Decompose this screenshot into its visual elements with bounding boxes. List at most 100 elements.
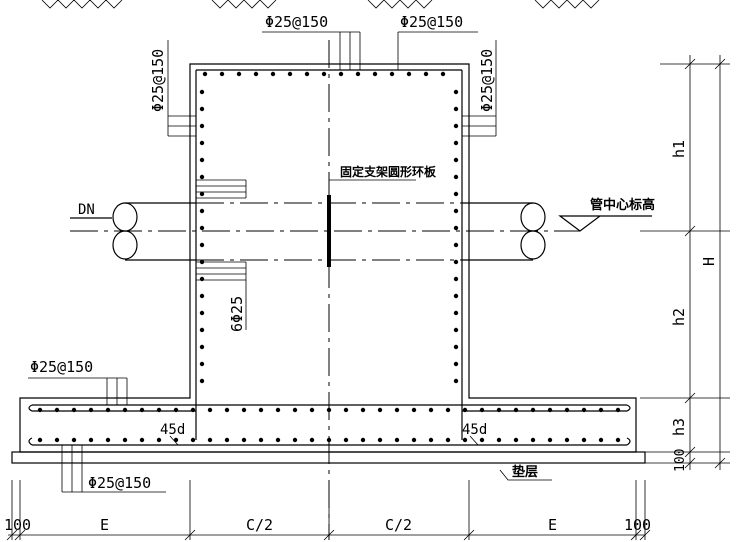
rebar-dot — [453, 225, 459, 231]
rebar-dot — [445, 407, 451, 413]
rebar-dot — [355, 71, 361, 77]
rebar-dot — [513, 407, 519, 413]
rebar-dots — [37, 71, 621, 443]
rebar-dot — [453, 208, 459, 214]
rebar-dot — [453, 259, 459, 265]
dim-h100: 100 — [673, 449, 688, 472]
rebar-dot — [453, 89, 459, 95]
rebar-dot — [598, 407, 604, 413]
rebar-left-wall-label: Φ25@150 — [149, 49, 167, 112]
dim-h2: h2 — [670, 308, 688, 326]
rebar-dot — [275, 437, 281, 443]
rebar-dot — [338, 71, 344, 77]
rebar-dot — [292, 407, 298, 413]
rebar-dot — [156, 437, 162, 443]
dim-E-right: E — [548, 516, 557, 534]
rebar-pipe-label: 6Φ25 — [228, 296, 246, 332]
rebar-dot — [445, 437, 451, 443]
rebar-dot — [37, 407, 43, 413]
rebar-dot — [453, 242, 459, 248]
rebar-dot — [530, 407, 536, 413]
rebar-dot — [453, 174, 459, 180]
rebar-dot — [479, 407, 485, 413]
rebar-dot — [202, 71, 208, 77]
rebar-dot — [598, 437, 604, 443]
rebar-dot — [564, 437, 570, 443]
rebar-dot — [199, 276, 205, 282]
rebar-dot — [199, 157, 205, 163]
rebar-dot — [411, 437, 417, 443]
wall-rebar-leaders — [28, 31, 497, 493]
rebar-dot — [411, 407, 417, 413]
rebar-dot — [453, 378, 459, 384]
bottom-dimension — [6, 480, 651, 541]
rebar-top-right-label: Φ25@150 — [400, 13, 463, 31]
rebar-dot — [258, 407, 264, 413]
top-hatch-marks — [41, 0, 600, 9]
rebar-dot — [309, 407, 315, 413]
rebar-dot — [564, 407, 570, 413]
rebar-dot — [71, 437, 77, 443]
rebar-dot — [394, 437, 400, 443]
rebar-dot — [258, 437, 264, 443]
rebar-dot — [389, 71, 395, 77]
rebar-dot — [199, 140, 205, 146]
elevation-symbol — [558, 215, 652, 232]
rebar-dot — [54, 437, 60, 443]
rebar-dot — [462, 437, 468, 443]
cushion-leader — [499, 469, 552, 481]
rebar-dot — [453, 191, 459, 197]
rebar-dot — [547, 407, 553, 413]
rebar-dot — [105, 407, 111, 413]
dim-C2-right: C/2 — [385, 516, 412, 534]
rebar-dot — [199, 310, 205, 316]
rebar-dot — [479, 437, 485, 443]
rebar-dot — [241, 437, 247, 443]
rebar-dot — [453, 123, 459, 129]
rebar-dot — [236, 71, 242, 77]
rebar-dot — [190, 437, 196, 443]
rebar-dot — [453, 327, 459, 333]
rebar-dot — [513, 437, 519, 443]
rebar-dot — [377, 437, 383, 443]
dim-100-right: 100 — [624, 516, 651, 534]
rebar-dot — [199, 327, 205, 333]
rebar-dot — [453, 276, 459, 282]
rebar-dot — [207, 437, 213, 443]
rebar-dot — [199, 378, 205, 384]
rebar-dot — [199, 344, 205, 350]
pipe — [70, 202, 580, 261]
rebar-dot — [199, 361, 205, 367]
rebar-dot — [199, 208, 205, 214]
rebar-dot — [453, 157, 459, 163]
rebar-dot — [270, 71, 276, 77]
rebar-base-upper-label: Φ25@150 — [30, 358, 93, 376]
dim-C2-left: C/2 — [246, 516, 273, 534]
rebar-dot — [304, 71, 310, 77]
rebar-dot — [377, 407, 383, 413]
rebar-dot — [453, 293, 459, 299]
rebar-dot — [199, 89, 205, 95]
rebar-dot — [615, 437, 621, 443]
rebar-dot — [372, 71, 378, 77]
rebar-dot — [292, 437, 298, 443]
pipe-center-elevation-label: 管中心标高 — [590, 197, 655, 213]
plate-label: 固定支架圆形环板 — [340, 164, 437, 179]
dim-h1: h1 — [670, 140, 688, 158]
rebar-dot — [453, 106, 459, 112]
rebar-dot — [394, 407, 400, 413]
rebar-dot — [156, 407, 162, 413]
rebar-dot — [428, 407, 434, 413]
rebar-dot — [139, 437, 145, 443]
rebar-dot — [253, 71, 259, 77]
anchor-marks — [169, 435, 479, 446]
rebar-dot — [321, 71, 327, 77]
rebar-dot — [615, 407, 621, 413]
rebar-dot — [54, 407, 60, 413]
rebar-dot — [190, 407, 196, 413]
rebar-dot — [37, 437, 43, 443]
rebar-dot — [581, 437, 587, 443]
rebar-dot — [453, 344, 459, 350]
rebar-dot — [360, 437, 366, 443]
